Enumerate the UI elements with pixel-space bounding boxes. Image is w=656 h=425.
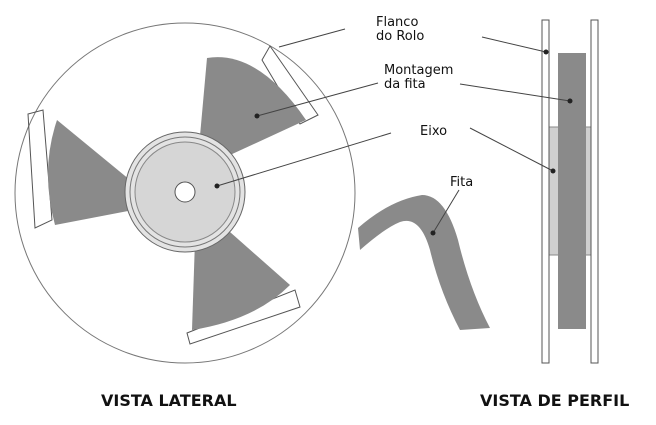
leader-flange-profile bbox=[481, 36, 547, 53]
leader-dot-hub-profile bbox=[550, 168, 556, 174]
leader-lines bbox=[214, 28, 573, 236]
hub-hole bbox=[174, 181, 196, 203]
leader-dot-tape bbox=[430, 230, 436, 236]
profile-flange-right bbox=[590, 19, 599, 364]
hub-inner-ring bbox=[129, 136, 241, 248]
leader-dot-flange bbox=[543, 49, 549, 55]
leader-mount-side bbox=[256, 82, 379, 117]
tape-mount-sector-top bbox=[200, 57, 306, 155]
label-flange-line2: do Rolo bbox=[376, 29, 424, 44]
leader-dot-hub-side bbox=[214, 183, 220, 189]
leader-flange-side bbox=[278, 28, 346, 48]
flange-window-top bbox=[261, 45, 319, 125]
leader-mount-profile bbox=[459, 83, 571, 102]
label-mount-line1: Montagem bbox=[384, 63, 453, 78]
caption-side-view: VISTA LATERAL bbox=[101, 391, 237, 410]
leader-hub-side bbox=[216, 132, 392, 187]
leader-hub-profile bbox=[469, 127, 554, 172]
text-labels: Flanco do Rolo Montagem da fita Eixo Fit… bbox=[376, 15, 473, 190]
leader-dot-mount-side bbox=[254, 113, 260, 119]
loose-tape-ribbon bbox=[358, 195, 490, 330]
tape-mount-sector-left bbox=[47, 120, 133, 225]
profile-tape-pack bbox=[558, 53, 586, 329]
profile-view bbox=[541, 19, 599, 364]
label-tape: Fita bbox=[450, 175, 473, 190]
side-view bbox=[14, 22, 490, 364]
leader-tape bbox=[432, 189, 460, 234]
label-mount-line2: da fita bbox=[384, 77, 426, 92]
caption-profile-view: VISTA DE PERFIL bbox=[480, 391, 629, 410]
profile-flange-left bbox=[541, 19, 550, 364]
label-flange-line1: Flanco bbox=[376, 15, 418, 30]
leader-dot-mount-profile bbox=[567, 98, 573, 104]
label-hub: Eixo bbox=[420, 124, 447, 139]
tape-mount-sector-bottom bbox=[192, 232, 290, 330]
